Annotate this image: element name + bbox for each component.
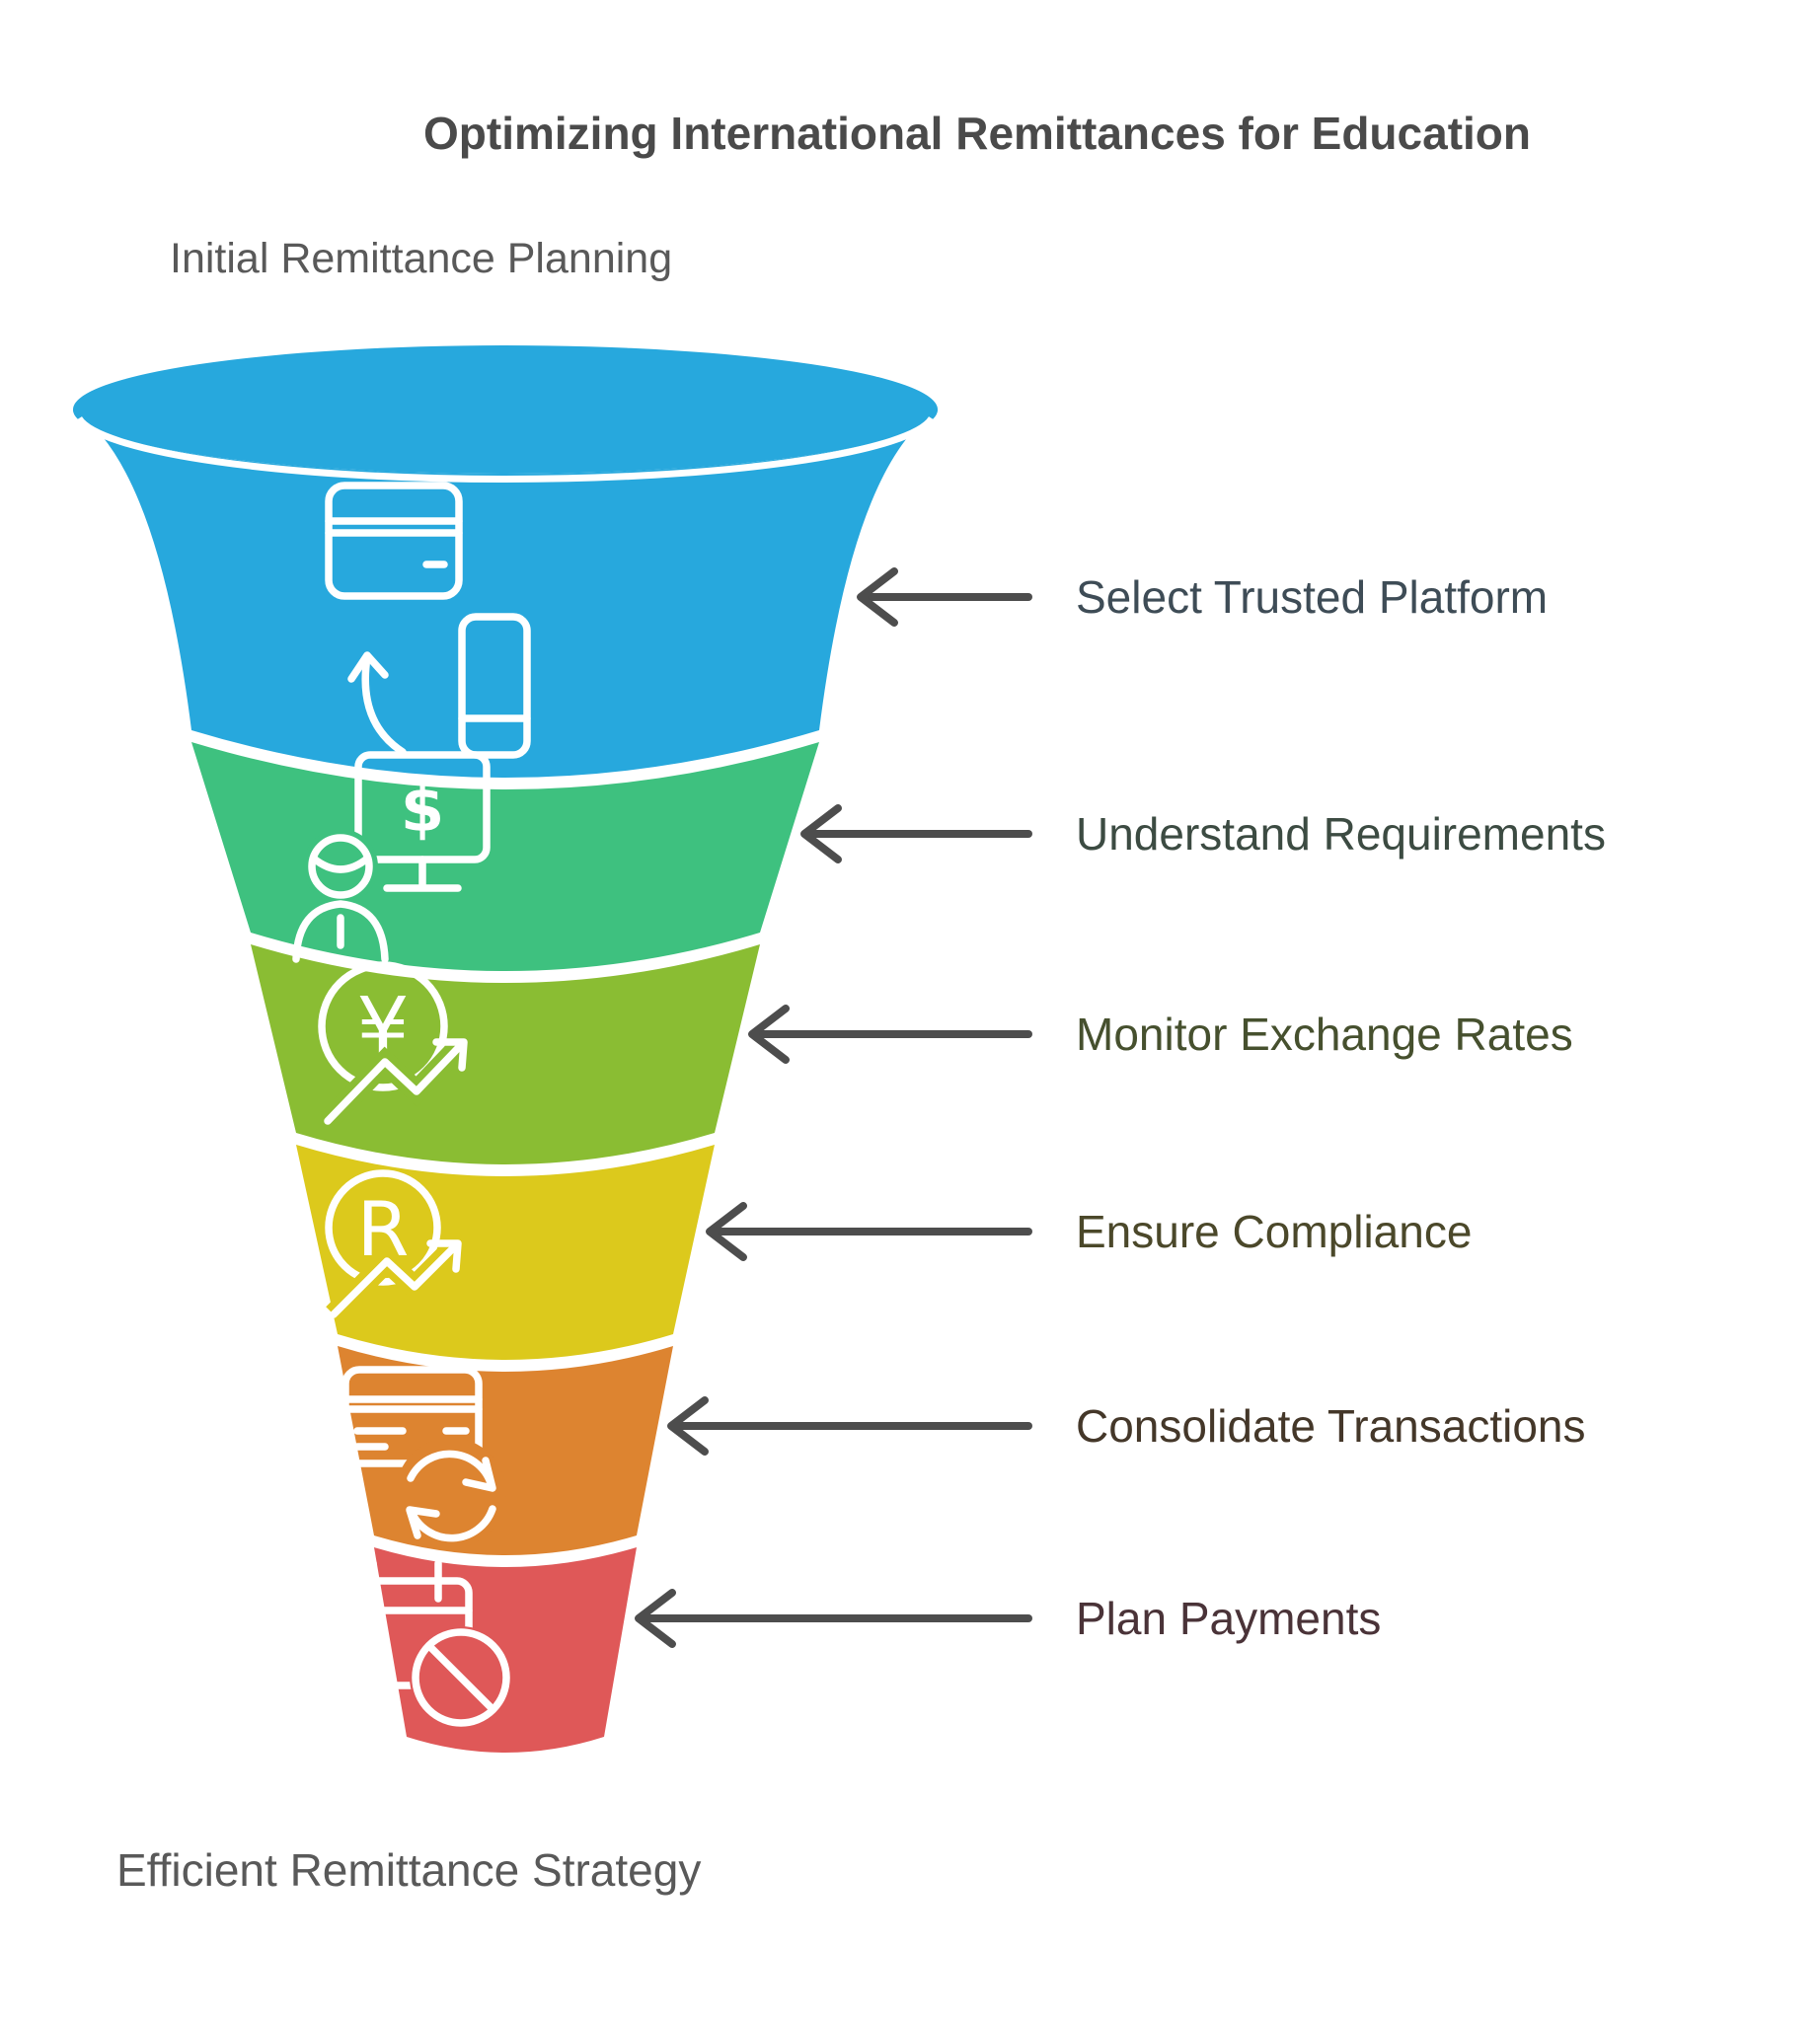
stage-label-ensure-compliance: Ensure Compliance — [1076, 1206, 1473, 1257]
arrow-stage-4 — [706, 1202, 1032, 1261]
page-title: Optimizing International Remittances for… — [423, 108, 1531, 159]
pointer-arrows — [635, 567, 1032, 1648]
rupee-trend-icon: R — [325, 1169, 464, 1322]
dollar-glyph: $ — [401, 774, 445, 847]
funnel-stage-5 — [338, 1346, 673, 1555]
advisor-dollar-monitor-icon: $ — [292, 751, 491, 963]
arrow-stage-5 — [667, 1396, 1032, 1456]
arrow-stage-1 — [857, 567, 1032, 627]
arrow-stage-2 — [800, 804, 1032, 863]
arrow-stage-3 — [748, 1005, 1032, 1064]
stage-label-monitor-exchange-rates: Monitor Exchange Rates — [1076, 1009, 1573, 1060]
funnel-stage-2 — [191, 742, 819, 971]
funnel-bottom-label: Efficient Remittance Strategy — [116, 1844, 702, 1896]
yen-trend-icon: ¥ — [318, 961, 470, 1129]
stage-label-understand-requirements: Understand Requirements — [1076, 808, 1606, 860]
funnel-stage-4 — [296, 1145, 715, 1360]
stage-label-consolidate-transactions: Consolidate Transactions — [1076, 1400, 1586, 1452]
stage-label-plan-payments: Plan Payments — [1076, 1593, 1382, 1644]
funnel-rim-highlight — [76, 416, 935, 483]
calendar-block-icon — [341, 1559, 512, 1729]
funnel-stage-1 — [73, 410, 938, 778]
funnel-top-ellipse — [73, 345, 938, 474]
card-sync-icon — [341, 1366, 506, 1548]
card-to-phone-icon — [325, 482, 531, 759]
arrow-stage-6 — [635, 1589, 1032, 1648]
stage-label-select-trusted-platform: Select Trusted Platform — [1076, 571, 1549, 623]
funnel-stage-3 — [251, 944, 760, 1164]
funnel-top-label: Initial Remittance Planning — [170, 235, 673, 282]
